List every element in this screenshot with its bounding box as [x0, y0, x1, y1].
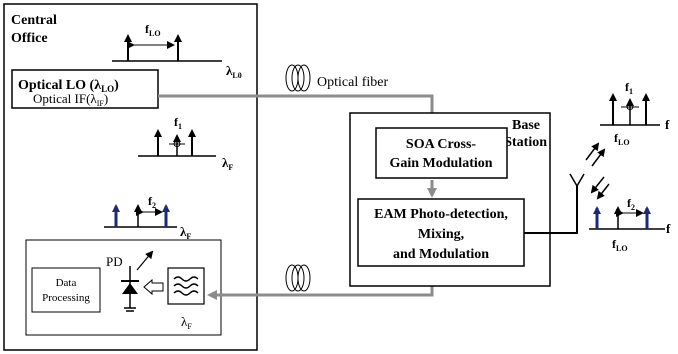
central-office-title-1: Central: [11, 13, 57, 28]
optical-filter-box: [167, 267, 205, 305]
fiber-coil-top-icon: [285, 64, 311, 92]
optical-if-label: Optical IF(λIF): [33, 91, 108, 108]
lambda-f-label-1: λF: [222, 155, 233, 172]
f1-label: f1: [174, 115, 182, 131]
optical-lo-label: Optical LO (λLO): [18, 78, 119, 94]
pd-arrow: [136, 250, 154, 271]
antenna-up-axis-label: f: [665, 117, 670, 132]
rf-line: [524, 186, 578, 234]
radio-waves-down-icon: [590, 176, 610, 200]
fiber-coil-bottom-icon: [285, 264, 311, 292]
antenna-down-axis-label: f: [666, 221, 671, 236]
hollow-arrow-icon: [143, 278, 164, 296]
optical-lo-box: [11, 69, 159, 109]
radio-waves-up-icon: [585, 142, 606, 167]
f2-spectrum: [104, 204, 177, 228]
antenna-down-f2-label: f2: [627, 196, 635, 212]
antenna-up-f1-label: f1: [625, 80, 633, 96]
lo-spectrum: [112, 34, 222, 62]
antenna-down-spectrum: [589, 206, 665, 230]
data-processing-box: [31, 267, 101, 313]
lambda-f-label-2: λF: [180, 224, 191, 241]
soa-label-2: Gain Modulation: [389, 156, 492, 171]
antenna-down-lo-label: fLO: [612, 237, 628, 253]
photodiode-icon: [121, 266, 139, 312]
antenna-up-spectrum: [600, 93, 660, 126]
antenna-up-lo-label: fLO: [614, 131, 630, 147]
eam-label-3: and Modulation: [393, 247, 489, 262]
filter-lambda-label: λF: [181, 314, 192, 331]
base-station-title-2: Station: [504, 135, 547, 150]
eam-label-1: EAM Photo-detection,: [374, 207, 508, 222]
eam-label-2: Mixing,: [418, 227, 464, 242]
data-processing-label-1: Data: [56, 277, 77, 289]
fiber-label: Optical fiber: [317, 75, 388, 90]
soa-box: [375, 127, 508, 179]
antenna-icon: [569, 173, 585, 187]
filter-icon: [173, 276, 199, 296]
lo-spacing-label: fLO: [145, 22, 161, 38]
soa-label-1: SOA Cross-: [406, 137, 476, 152]
f1-spectrum: [138, 129, 216, 157]
pd-label: PD: [106, 254, 123, 269]
lambda-lo-label: λL0: [226, 63, 242, 80]
central-office-title-2: Office: [11, 31, 48, 46]
base-station-title-1: Base: [512, 118, 540, 133]
f2-label: f2: [148, 194, 156, 210]
data-processing-label-2: Processing: [42, 292, 90, 304]
